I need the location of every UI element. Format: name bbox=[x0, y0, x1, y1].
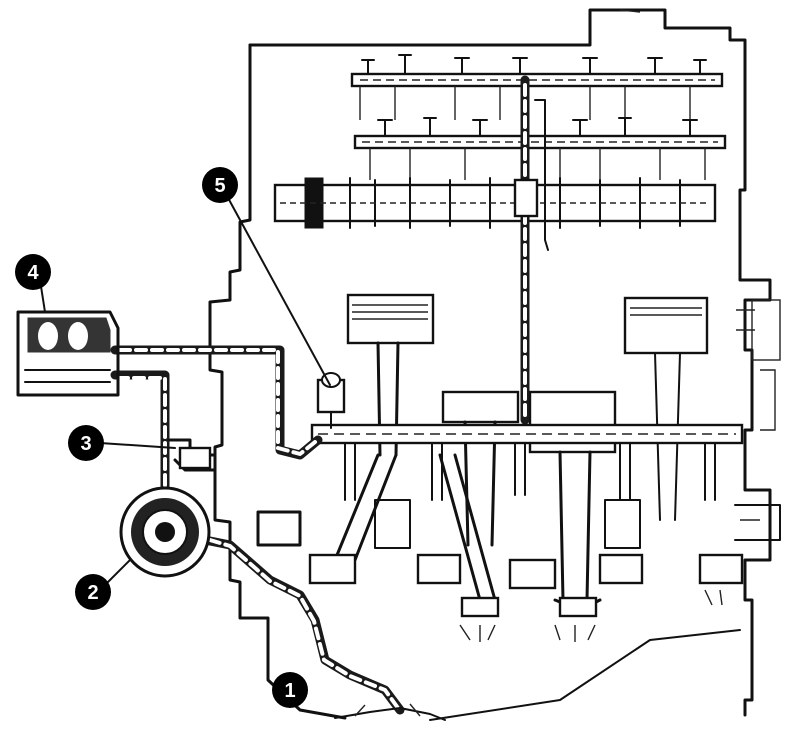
lower-rocker-shaft bbox=[353, 117, 727, 180]
engine-block-outline bbox=[208, 8, 781, 721]
upper-rocker-shaft bbox=[350, 54, 724, 120]
callout-5: 5 bbox=[202, 167, 238, 203]
oil-filter-icon bbox=[16, 310, 120, 397]
callout-2: 2 bbox=[75, 574, 111, 610]
leader-lines bbox=[39, 195, 331, 583]
svg-text:2: 2 bbox=[87, 582, 98, 604]
main-oil-gallery bbox=[310, 423, 744, 501]
camshaft bbox=[273, 177, 717, 229]
svg-text:4: 4 bbox=[27, 262, 39, 284]
callout-3: 3 bbox=[68, 425, 104, 461]
svg-text:5: 5 bbox=[214, 175, 225, 197]
callout-4: 4 bbox=[15, 254, 51, 290]
piston-4 bbox=[623, 296, 709, 521]
relief-valve-icon bbox=[316, 372, 346, 429]
oil-pump-icon bbox=[119, 486, 211, 578]
filter-to-gallery-line bbox=[110, 345, 323, 460]
crankshaft bbox=[256, 499, 781, 642]
svg-text:1: 1 bbox=[284, 680, 295, 702]
pump-to-filter-line bbox=[110, 370, 170, 495]
svg-text:3: 3 bbox=[80, 433, 91, 455]
callout-1: 1 bbox=[272, 672, 308, 708]
head-oil-riser bbox=[513, 75, 549, 425]
oil-pickup-tube bbox=[200, 535, 446, 721]
oil-pressure-switch-icon bbox=[168, 438, 217, 472]
